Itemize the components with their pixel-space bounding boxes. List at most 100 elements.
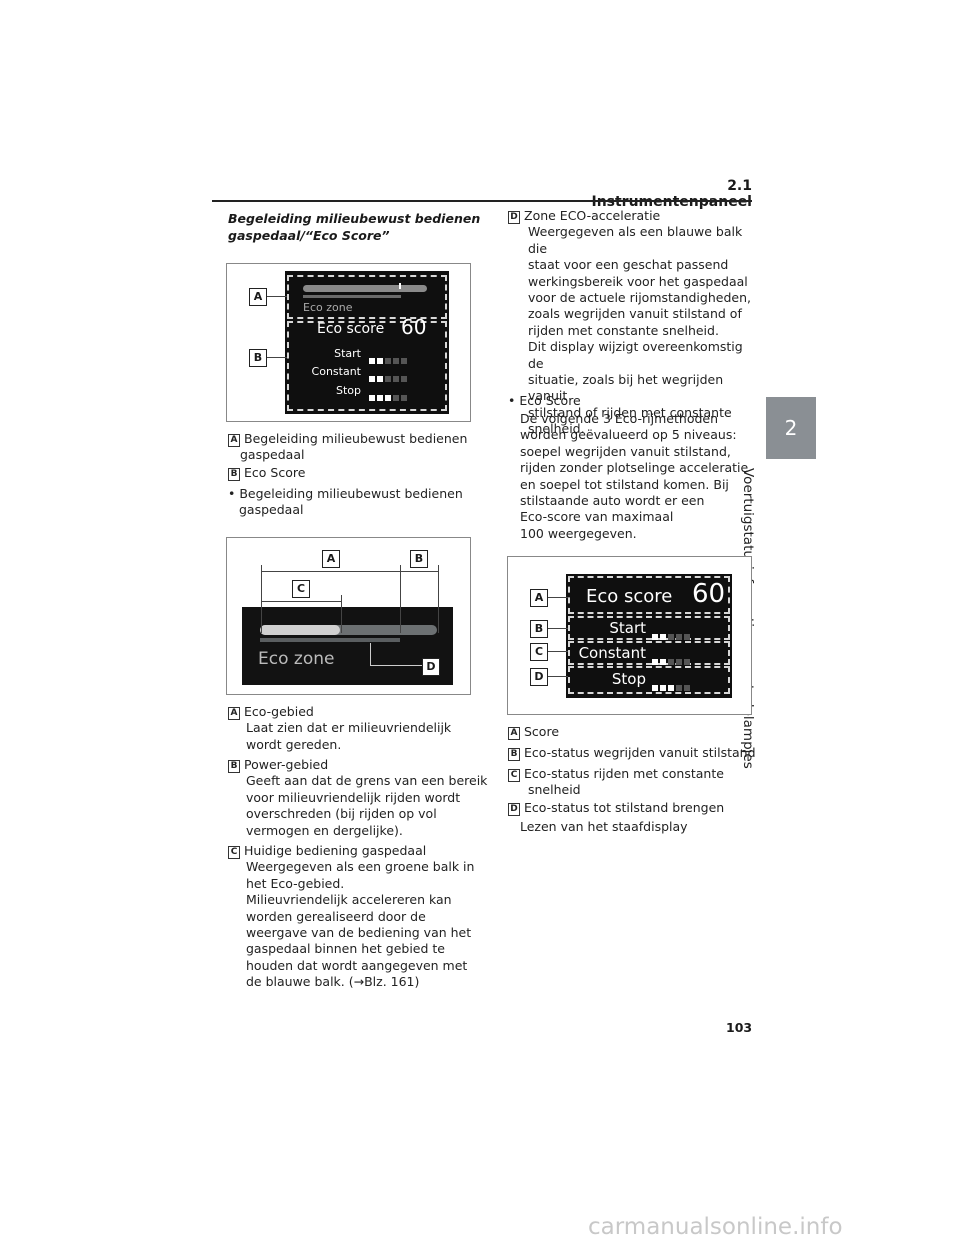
legend2-item-c: C Huidige bediening gaspedaal Weergegeven… [228, 843, 488, 991]
zone-a-outline [287, 275, 447, 319]
bullet2-line6: stilstaande auto wordt er een [520, 493, 705, 509]
legend3-item-b: B Eco-status wegrijden vanuit stilstand [508, 745, 756, 761]
legend2-title-a: Eco-gebied [244, 704, 314, 719]
fig2-leader-d-h [370, 665, 422, 666]
header-rule [212, 200, 752, 202]
figure-eco-display-1: Eco zone Eco score 60 Start Constant Sto… [226, 263, 471, 422]
bullet2-title: • Eco Score [508, 393, 581, 408]
page-header-title: 2.1 Instrumentenpaneel [591, 178, 752, 210]
fig2-tag-b: B [410, 550, 428, 568]
fig2-ext-mid [400, 565, 401, 633]
row-stop-label: Stop [335, 384, 361, 397]
legend2-line-d10: snelheid. [528, 421, 585, 437]
legend2-line-c7: houden dat wordt aangegeven met [246, 957, 468, 973]
fig2-tag-c: C [292, 580, 310, 598]
bullet2-line3: soepel wegrijden vanuit stilstand, [520, 443, 731, 459]
legend3-item-a: A Score [508, 724, 559, 740]
legend2-line-c8: de blauwe balk. (→Blz. 161) [246, 974, 420, 990]
legend1-text-a2: gaspedaal [240, 447, 305, 463]
legend2-line-d4: voor de actuele rijomstandigheden, [528, 290, 751, 306]
legend3-tag-b: B [508, 748, 520, 761]
legend2-line-c4: worden gerealiseerd door de [246, 908, 426, 924]
row-stop-bars [369, 386, 409, 405]
legend1-text-b: Eco Score [244, 465, 306, 480]
fig3-leader-c [548, 651, 568, 652]
eco-display-screen: Eco zone Eco score 60 Start Constant Sto… [285, 271, 449, 414]
legend2-title-c: Huidige bediening gaspedaal [244, 843, 427, 858]
fig3-leader-a [548, 597, 568, 598]
fig3-tag-a: A [530, 589, 548, 607]
legend2-line-d2: staat voor een geschat passend [528, 257, 729, 273]
section-title-line1: Begeleiding milieubewust bedienen [228, 211, 481, 226]
legend2-tag-c: C [228, 846, 240, 859]
legend2-line-c2: het Eco-gebied. [246, 875, 345, 891]
bullet2-line8: 100 weergegeven. [520, 525, 637, 541]
fig3-tag-d: D [530, 668, 548, 686]
eco-zone-screen: Eco zone [242, 607, 453, 685]
fig3-eco-score-label: Eco score [586, 586, 673, 607]
fig3-row-start-label: Start [609, 619, 646, 637]
legend3-item-c: C Eco-status rijden met constante snelhei… [508, 766, 758, 799]
eco-acceleration-bar [303, 295, 401, 298]
legend2-line-b2: voor milieuvriendelijk rijden wordt [246, 789, 461, 805]
row-constant-bars [369, 367, 409, 386]
eco-zone-label-2: Eco zone [258, 649, 335, 669]
legend2-line-d3: werkingsbereik voor het gaspedaal [528, 273, 748, 289]
legend2-line-d9: stilstand of rijden met constante [528, 404, 732, 420]
fig3-zone-a [568, 576, 730, 614]
page-number: 103 [726, 1020, 753, 1035]
fig2-leader-d-v [370, 643, 371, 665]
fig1-leader-b [267, 357, 287, 358]
legend2-line-d1: Weergegeven als een blauwe balk die [528, 224, 743, 256]
bullet1-line1: • Begeleiding milieubewust bedienen [228, 486, 463, 501]
legend3-tag-c: C [508, 769, 520, 782]
fig3-tag-b: B [530, 620, 548, 638]
legend2-tag-d: D [508, 211, 520, 224]
fig3-eco-score-value: 60 [692, 579, 726, 609]
bullet2-line2: worden geëvalueerd op 5 niveaus: [520, 427, 737, 443]
eco-zone-label: Eco zone [303, 301, 353, 314]
legend3-text-a: Score [524, 724, 560, 739]
legend3-tag-a: A [508, 727, 520, 740]
legend2-line-b3: overschreden (bij rijden op vol [246, 806, 437, 822]
legend2-line-c1: Weergegeven als een groene balk in [246, 859, 475, 875]
legend2-line-b1: Geeft aan dat de grens van een bereik [246, 773, 488, 789]
bullet2-line5: en soepel tot stilstand komen. Bij [520, 476, 729, 492]
fig3-zone-d [568, 666, 730, 694]
bullet2-body: De volgende 3 Eco-rijmethoden worden geë… [520, 411, 760, 542]
legend2-line-b4: vermogen en dergelijke). [246, 822, 403, 838]
chapter-tab[interactable]: 2 [766, 397, 816, 459]
legend3-text-c2: snelheid [528, 782, 581, 798]
legend2-line-c3: Milieuvriendelijk accelereren kan [246, 892, 452, 908]
row-start-label: Start [334, 347, 361, 360]
fig1-leader-a [267, 296, 287, 297]
eco-zone-bar [303, 285, 427, 292]
fig2-dim-c [261, 601, 341, 602]
fig2-ext-left [261, 565, 262, 633]
zone-b-outline [287, 321, 447, 411]
watermark: carmanualsonline.info [588, 1214, 843, 1240]
fig3-row-stop-bars [652, 676, 692, 695]
fig2-ext-c [341, 595, 342, 633]
fig3-row-stop-label: Stop [611, 670, 646, 688]
footer-line: Lezen van het staafdisplay [520, 819, 688, 834]
eco-score-value: 60 [401, 315, 427, 339]
fig2-tag-a: A [322, 550, 340, 568]
legend2-line-d8: situatie, zoals bij het wegrijden vanuit [528, 372, 724, 404]
fig3-leader-d [548, 676, 568, 677]
figure-eco-zone: Eco zone A B C D [226, 537, 471, 695]
legend2-line-d7: Dit display wijzigt overeenkomstig de [528, 339, 743, 371]
fig3-row-constant-label: Constant [578, 644, 646, 662]
legend3-text-c: Eco-status rijden met constante [524, 766, 724, 781]
eco-score-screen: Eco score 60 Start Constant Stop [566, 574, 732, 698]
fig1-tag-a: A [249, 288, 267, 306]
legend3-text-b: Eco-status wegrijden vanuit stilstand [524, 745, 756, 760]
fig3-zone-b [568, 616, 730, 640]
row-constant-label: Constant [311, 365, 361, 378]
